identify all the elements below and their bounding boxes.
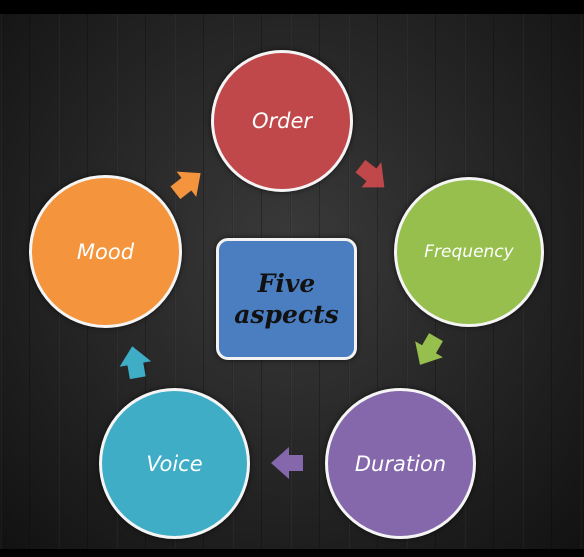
top-letterbox-bar bbox=[0, 0, 584, 14]
arrow-voice-to-mood-shape bbox=[119, 346, 152, 380]
bottom-letterbox-bar bbox=[0, 549, 584, 557]
center-box: Five aspects bbox=[216, 238, 357, 360]
arrow-duration-to-voice bbox=[271, 447, 303, 479]
node-order: Order bbox=[211, 50, 353, 192]
node-voice-label: Voice bbox=[146, 451, 203, 476]
arrow-order-to-frequency bbox=[355, 159, 385, 188]
node-mood-label: Mood bbox=[76, 239, 135, 264]
center-label: Five aspects bbox=[234, 269, 339, 329]
node-order-label: Order bbox=[251, 109, 313, 133]
arrow-order-to-frequency-shape bbox=[355, 159, 385, 188]
arrow-frequency-to-duration bbox=[415, 333, 443, 365]
arrow-mood-to-order-shape bbox=[170, 171, 201, 200]
node-duration-label: Duration bbox=[354, 451, 447, 476]
node-frequency-label: Frequency bbox=[424, 242, 514, 262]
node-voice: Voice bbox=[99, 388, 250, 539]
arrow-voice-to-mood bbox=[119, 346, 152, 380]
arrow-mood-to-order bbox=[170, 171, 201, 200]
arrow-duration-to-voice-shape bbox=[271, 447, 303, 479]
node-frequency: Frequency bbox=[394, 177, 544, 327]
arrow-frequency-to-duration-shape bbox=[415, 333, 443, 365]
node-duration: Duration bbox=[325, 388, 476, 539]
node-mood: Mood bbox=[29, 175, 182, 328]
